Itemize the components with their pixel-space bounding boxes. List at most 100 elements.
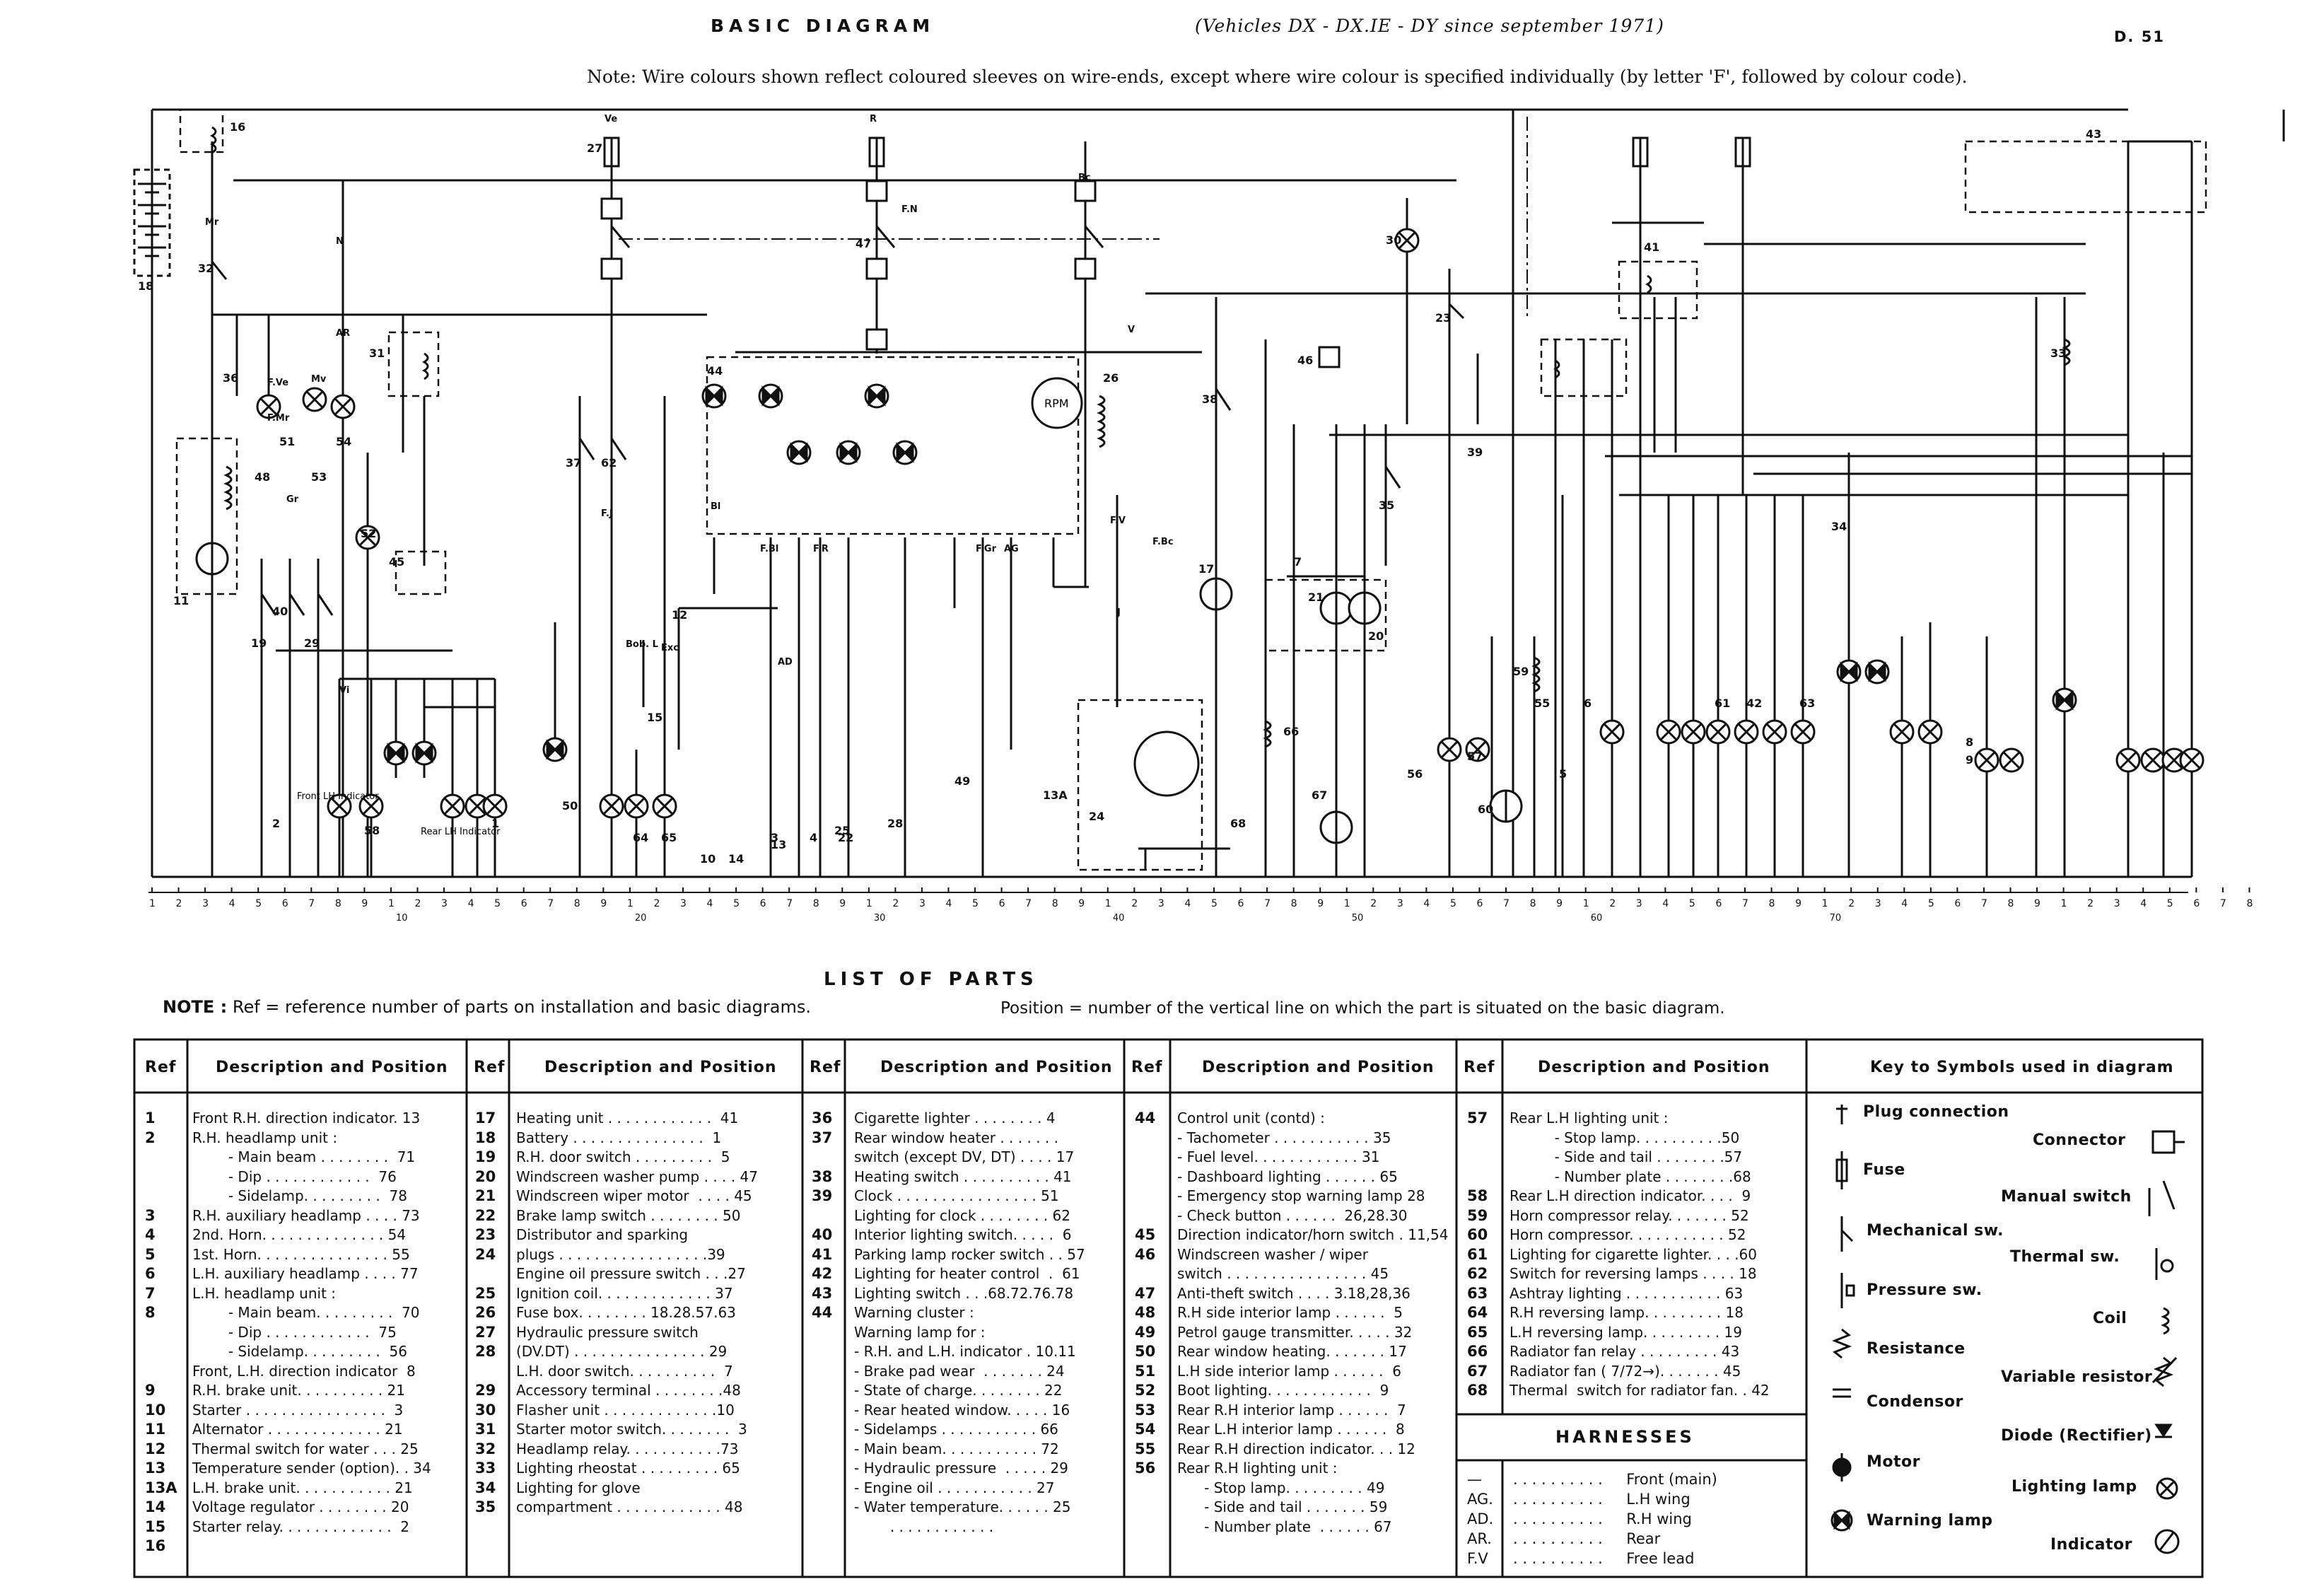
ruler-number: 7 <box>1264 898 1271 909</box>
ruler-number: 8 <box>1052 898 1058 909</box>
wire-colour-label: AR <box>336 328 350 339</box>
component-ref: 17 <box>1198 562 1214 576</box>
component-ref: 57 <box>1467 750 1483 763</box>
wire-colour-label: N <box>336 236 344 247</box>
component-ref: 56 <box>1407 767 1423 781</box>
ruler-number: 1 <box>1344 898 1350 909</box>
ruler-number: 3 <box>202 898 209 909</box>
connector-icon <box>865 180 888 202</box>
harness-desc: . . . . . . . . . . Rear <box>1513 1530 1661 1547</box>
ruler-number: 9 <box>1556 898 1563 909</box>
wire-colour-note: Note: Wire colours shown reflect coloure… <box>587 66 1968 87</box>
component-ref: 42 <box>1746 697 1762 710</box>
connector-symbols <box>600 180 1341 368</box>
ruler-number: 7 <box>786 898 793 909</box>
wire-colour-label: Vi <box>339 685 349 696</box>
ruler-number: 3 <box>919 898 925 909</box>
warning-lamp-icon <box>2052 687 2077 713</box>
fuse-icon <box>1632 136 1649 168</box>
wiring-diagram: 1234567891234567891234567891234567891234… <box>133 108 2285 924</box>
component-ref: 67 <box>1312 788 1327 802</box>
annotation-rpm: RPM <box>1044 397 1069 410</box>
rpm-gauge <box>1031 377 1083 429</box>
component-ref: 28 <box>887 817 903 830</box>
ruler-number: 3 <box>2114 898 2120 909</box>
ruler-number: 3 <box>680 898 687 909</box>
component-ref: 7 <box>1294 555 1302 569</box>
fuse-symbols <box>603 136 1751 168</box>
ruler-number: 4 <box>946 898 952 909</box>
dashed-frames <box>175 108 2207 871</box>
connector-icon <box>1074 257 1097 280</box>
ruler-number: 7 <box>2220 898 2226 909</box>
vehicle-subtitle: (Vehicles DX - DX.IE - DY since septembe… <box>1195 16 1664 36</box>
ruler-number: 5 <box>2167 898 2173 909</box>
component-ref: 41 <box>1644 240 1659 254</box>
ruler-number: 1 <box>866 898 872 909</box>
ruler-number: 2 <box>415 898 421 909</box>
key-plug-connection: Plug connection <box>1863 1103 2009 1121</box>
col3-desc-header: Description and Position <box>880 1059 1113 1076</box>
col1-ref-header: Ref <box>145 1059 177 1076</box>
component-ref: 2 <box>272 817 280 830</box>
component-ref: 63 <box>1799 697 1815 710</box>
wire-colour-label: R <box>870 114 877 124</box>
ruler-number: 6 <box>999 898 1005 909</box>
component-ref: 58 <box>364 824 380 837</box>
lighting-lamp-icon <box>358 793 384 819</box>
wire-colour-label: F.R <box>813 544 829 554</box>
component-ref: 51 <box>279 435 295 448</box>
lighting-lamp-icon <box>1917 719 1943 745</box>
ruler-number: 3 <box>1636 898 1642 909</box>
lighting-lamp-icon <box>1437 737 1462 762</box>
harness-code: — <box>1467 1471 1482 1488</box>
ruler-number: 9 <box>1317 898 1324 909</box>
lighting-lamp-icon <box>624 793 649 819</box>
component-ref: 6 <box>1584 697 1592 710</box>
component-ref: 21 <box>1308 590 1324 604</box>
ruler-number: 4 <box>1423 898 1430 909</box>
warning-lamp-icon <box>786 440 812 465</box>
ruler-number: 4 <box>468 898 474 909</box>
motor-icon <box>1199 577 1233 611</box>
component-ref: 13A <box>1043 788 1068 802</box>
component-ref: 59 <box>1513 665 1529 678</box>
component-ref: 22 <box>838 831 853 844</box>
frame-31 <box>387 331 440 397</box>
connector-icon <box>600 257 623 280</box>
component-ref: 15 <box>647 711 662 724</box>
col3-refs: 36 37 38 39 40 41 42 43 44 <box>812 1110 833 1321</box>
key-pressure-switch: Pressure sw. <box>1867 1281 1983 1299</box>
key-condensor: Condensor <box>1867 1393 1963 1411</box>
ruler-number: 6 <box>282 898 288 909</box>
ruler-number: 4 <box>707 898 713 909</box>
component-ref: 23 <box>1435 311 1451 325</box>
col4-refs: 44 45 46 47 48 49 50 51 52 53 54 55 56 <box>1135 1110 1156 1477</box>
ruler-number: 2 <box>1370 898 1377 909</box>
connector-icon <box>600 197 623 220</box>
col5-desc: Rear L.H lighting unit : - Stop lamp. . … <box>1510 1110 1770 1399</box>
lighting-lamp-icon <box>302 387 327 412</box>
frame-21 <box>1264 578 1387 652</box>
ruler-number: 1 <box>149 898 156 909</box>
component-ref: 19 <box>251 636 267 650</box>
lighting-lamp-icon <box>355 525 380 550</box>
key-motor: Motor <box>1867 1453 1920 1471</box>
ruler-number: 5 <box>1450 898 1456 909</box>
ruler-number: 8 <box>2008 898 2014 909</box>
frame-45r <box>1540 338 1628 397</box>
fuse-icon <box>603 136 620 168</box>
warning-lamp-icon <box>542 737 568 762</box>
harness-desc: . . . . . . . . . . Free lead <box>1513 1550 1695 1567</box>
ruler-number: 7 <box>547 898 554 909</box>
harness-desc: . . . . . . . . . . L.H wing <box>1513 1491 1691 1508</box>
ruler-number: 6 <box>760 898 766 909</box>
key-resistance: Resistance <box>1867 1340 1966 1358</box>
component-ref: 9 <box>1966 753 1973 767</box>
lighting-lamp-icon <box>1762 719 1787 745</box>
col2-desc-header: Description and Position <box>544 1059 777 1076</box>
